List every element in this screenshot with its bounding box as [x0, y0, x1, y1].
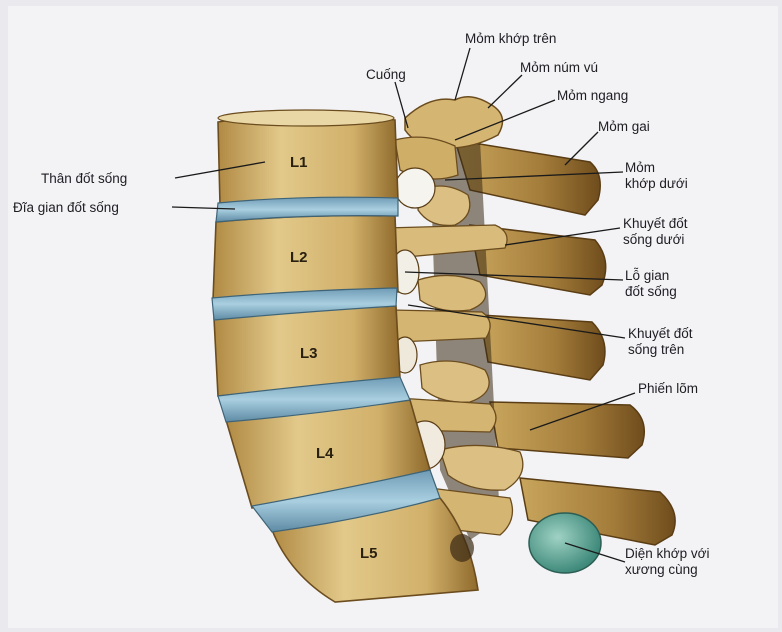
label-phien-lom: Phiến lõm	[638, 381, 698, 396]
label-lo-gian-dot-song-line2: đốt sống	[625, 284, 677, 299]
label-than-dot-song: Thân đốt sống	[41, 171, 127, 186]
label-lo-gian-dot-song-line1: Lỗ gian	[625, 268, 669, 283]
label-mom-khop-tren: Mỏm khớp trên	[465, 31, 556, 46]
label-khuyet-dot-song-duoi-line2: sống dưới	[623, 232, 684, 247]
vertebra-label-l4: L4	[316, 445, 334, 462]
label-mom-khop-duoi-line2: khớp dưới	[625, 176, 688, 191]
label-dia-gian-dot-song: Đĩa gian đốt sống	[13, 200, 119, 215]
label-mom-num-vu: Mỏm núm vú	[520, 60, 598, 75]
label-cuong: Cuống	[366, 67, 406, 82]
label-dien-khop-line1: Diện khớp với	[625, 546, 710, 561]
label-dien-khop-line2: xương cùng	[625, 562, 698, 577]
vertebra-label-l1: L1	[290, 154, 308, 171]
label-khuyet-dot-song-tren-line1: Khuyết đốt	[628, 326, 693, 341]
label-khuyet-dot-song-tren-line2: sống trên	[628, 342, 684, 357]
vertebra-label-l3: L3	[300, 345, 318, 362]
sacral-foramen-shadow	[450, 534, 474, 562]
label-khuyet-dot-song-duoi-line1: Khuyết đốt	[623, 216, 688, 231]
vertebra-label-l2: L2	[290, 249, 308, 266]
label-mom-khop-duoi-line1: Mỏm	[625, 160, 655, 175]
vertebra-label-l5: L5	[360, 545, 378, 562]
label-mom-ngang: Mỏm ngang	[557, 88, 628, 103]
label-mom-gai: Mỏm gai	[598, 119, 650, 134]
